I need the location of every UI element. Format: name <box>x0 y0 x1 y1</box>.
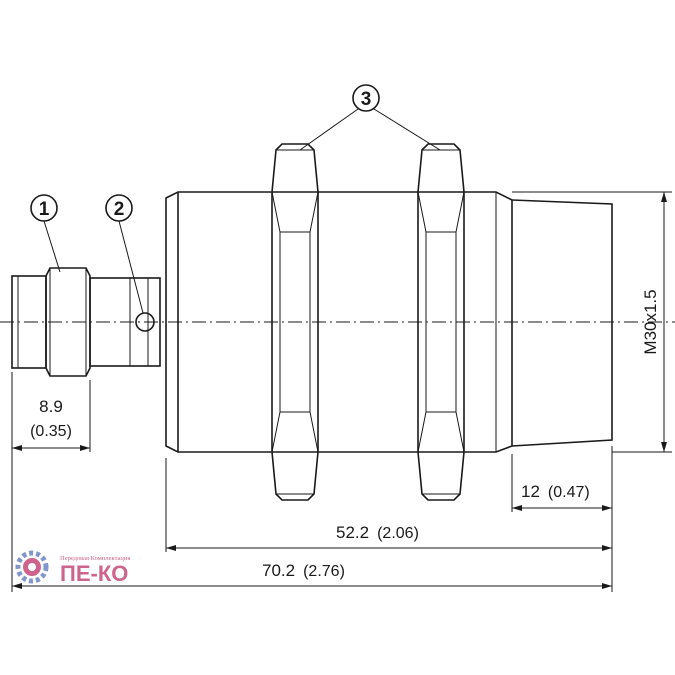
dim-total-label: 70.2 (2.76) <box>262 561 345 580</box>
callout-3: 3 <box>299 84 441 151</box>
dim-body-label: 52.2 (2.06) <box>336 523 419 542</box>
dim-thread-end: 12 (0.47) <box>512 482 612 511</box>
dim-total-inch: (2.76) <box>303 563 345 580</box>
dim-thread-diameter: M30x1.5 <box>641 192 667 452</box>
led-indicator <box>135 312 155 332</box>
callout-2-label: 2 <box>114 199 125 220</box>
callout-2: 2 <box>105 194 144 314</box>
dim-body-inch: (2.06) <box>377 525 419 542</box>
watermark-brand: ПЕ-КО <box>60 561 128 586</box>
dim-total-value: 70.2 <box>262 561 295 580</box>
watermark-tagline: Передовая Комплектация <box>60 555 130 562</box>
extension-lines <box>11 191 672 592</box>
dim-body-length: 52.2 (2.06) <box>166 523 612 551</box>
dim-thread-end-label: 12 (0.47) <box>521 482 590 501</box>
sensor-housing <box>165 191 613 453</box>
dim-connector-length: 8.9 (0.35) <box>12 397 90 451</box>
gear-icon <box>15 550 49 584</box>
callout-3-label: 3 <box>361 89 372 110</box>
dim-connector-inch: (0.35) <box>30 423 72 440</box>
callout-1: 1 <box>30 194 61 273</box>
dim-thread-spec: M30x1.5 <box>641 289 660 354</box>
dim-total-length: 70.2 (2.76) <box>12 561 612 589</box>
dim-thread-end-inch: (0.47) <box>548 484 590 501</box>
dim-thread-end-value: 12 <box>521 482 540 501</box>
dim-connector-value: 8.9 <box>39 397 63 416</box>
connector-plug <box>11 267 161 377</box>
mounting-nut-2 <box>417 143 465 501</box>
callout-1-label: 1 <box>39 199 50 220</box>
dim-body-value: 52.2 <box>336 523 369 542</box>
watermark-logo: Передовая Комплектация ПЕ-КО <box>15 550 130 586</box>
